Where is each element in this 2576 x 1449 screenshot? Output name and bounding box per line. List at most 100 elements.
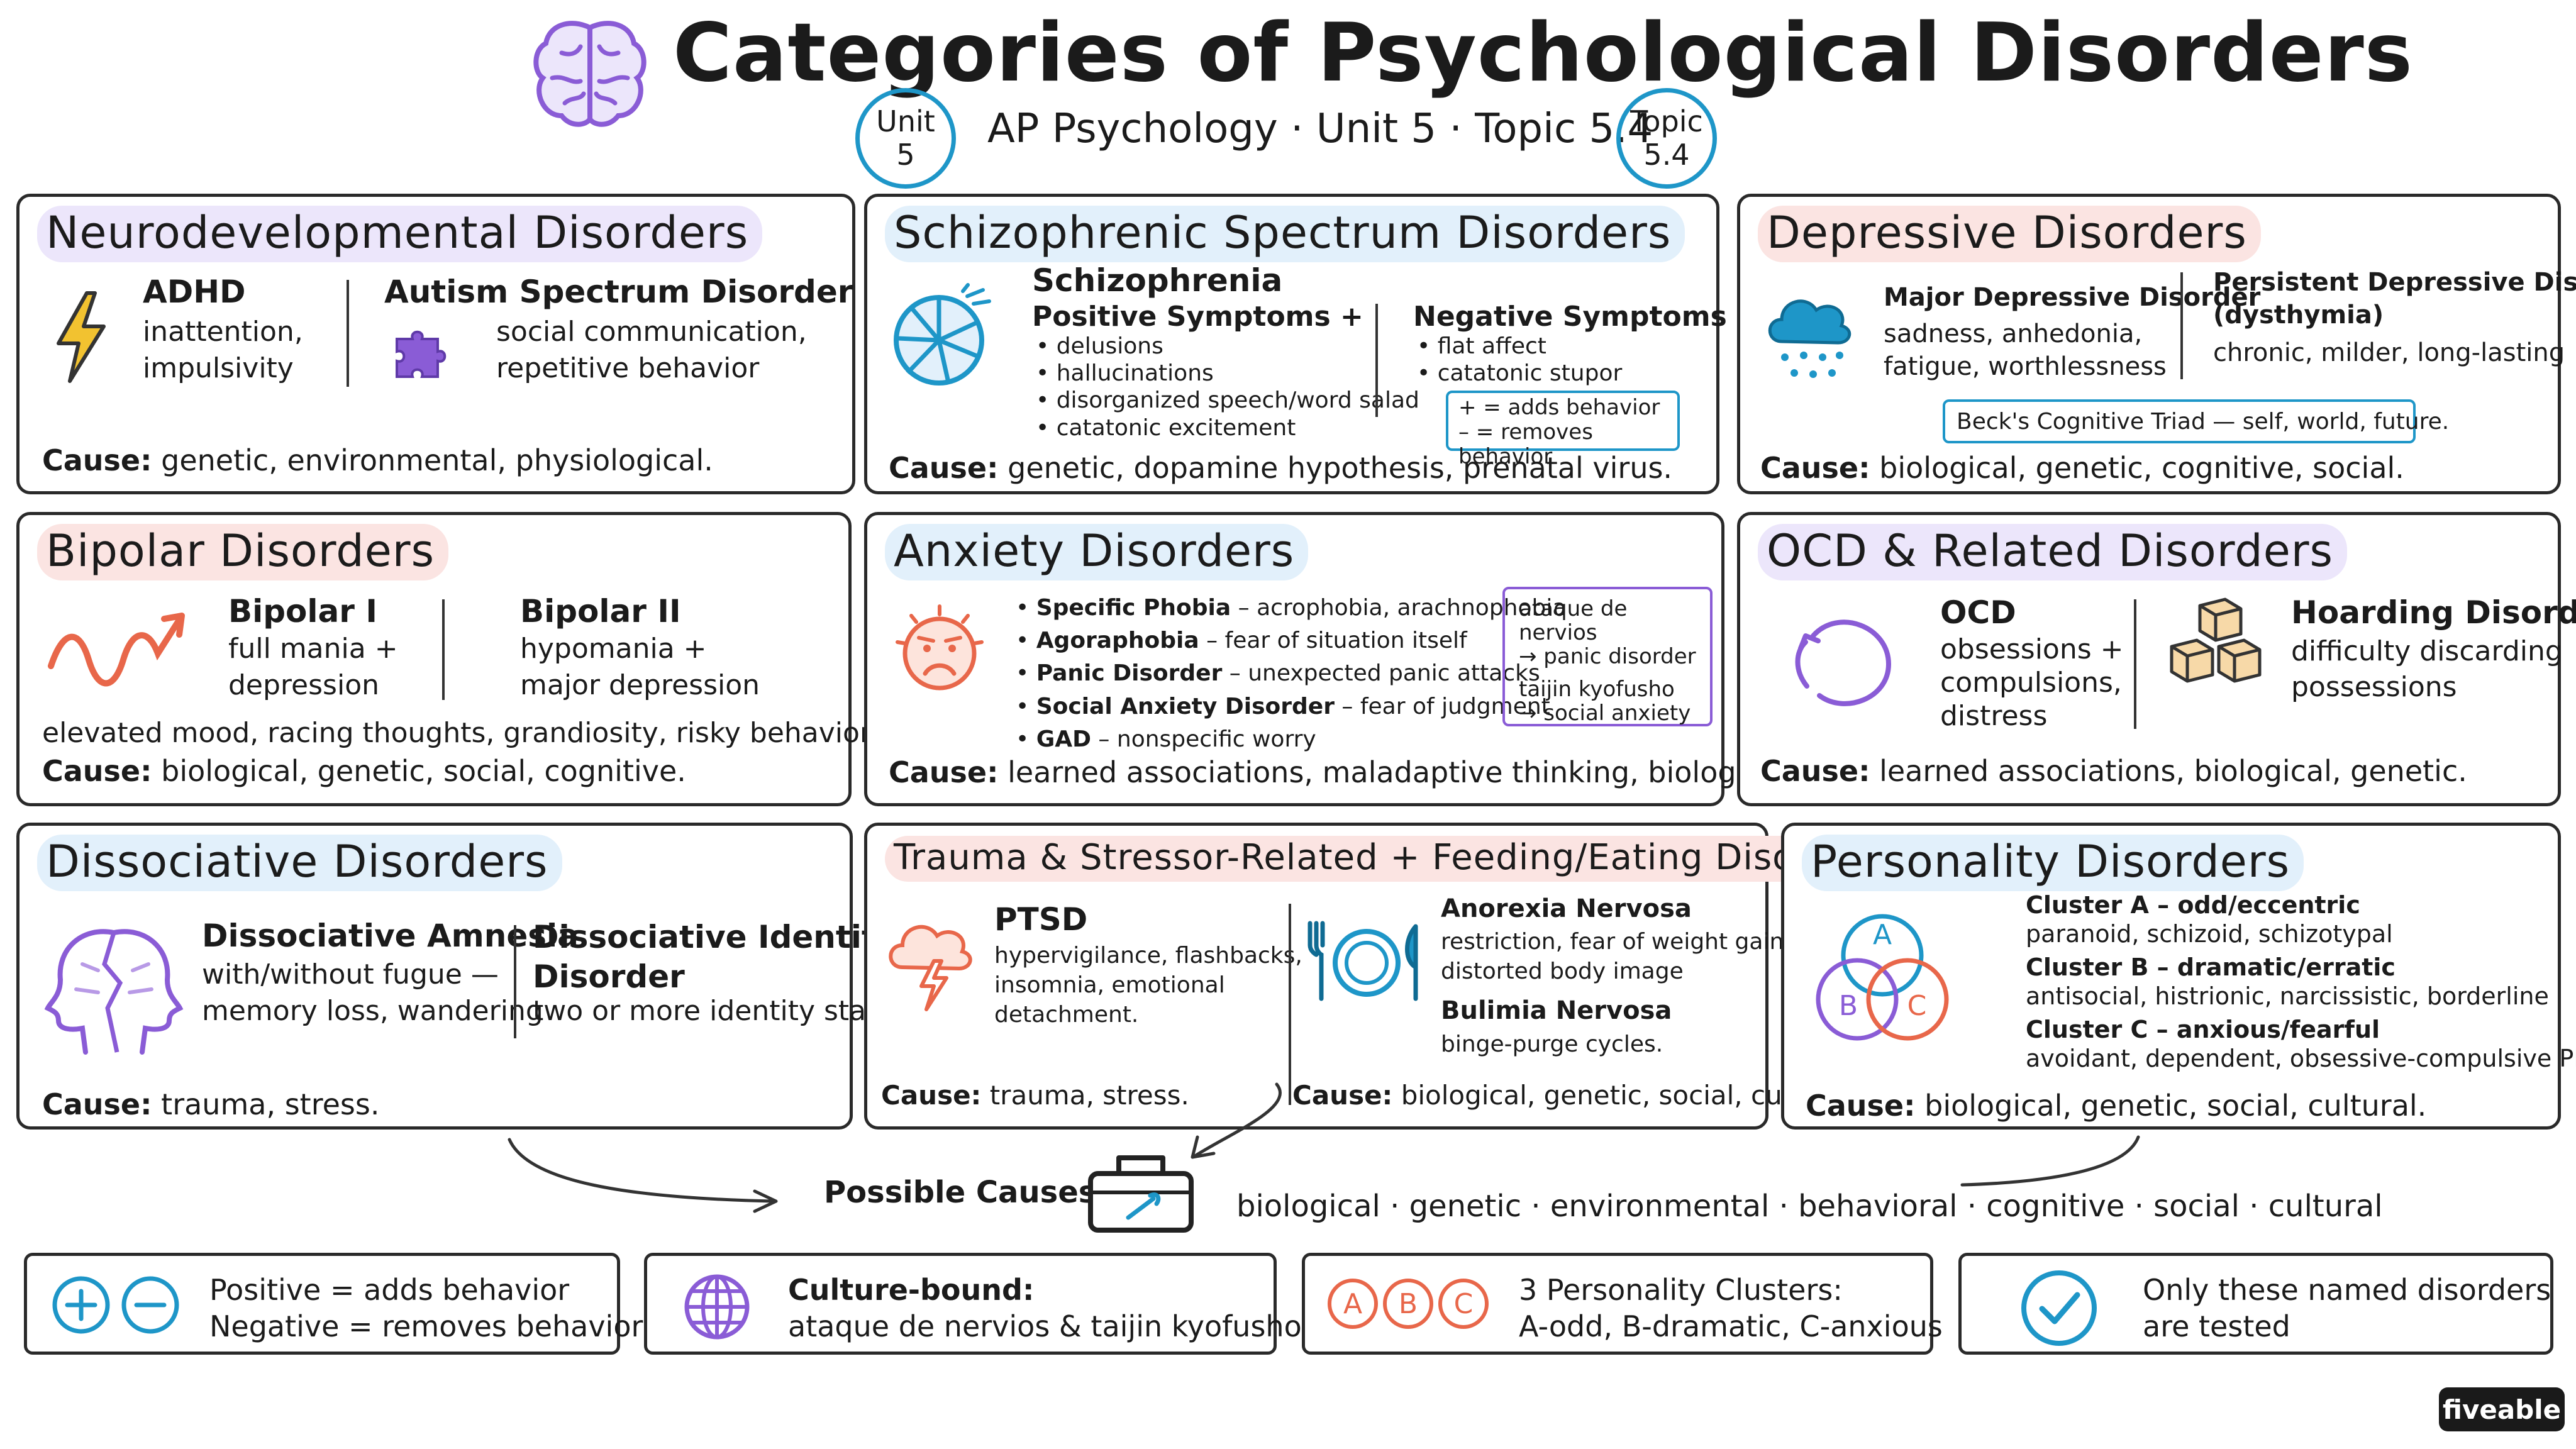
shattered-circle-icon: [894, 283, 991, 386]
cause-text: biological, genetic, social, cultural.: [1924, 1089, 2427, 1123]
legend-tested-only: Only these named disorders are tested: [1958, 1253, 2553, 1355]
cause-text: genetic, environmental, physiological.: [161, 443, 713, 477]
desc-line: detachment.: [994, 1001, 1139, 1028]
pdd-name-line: (dysthymia): [2213, 301, 2384, 330]
legend-line: are tested: [2143, 1309, 2290, 1343]
legend-text: Culture-bound: ataque de nervios & taiji…: [788, 1272, 1302, 1345]
unit-badge-value: 5: [896, 138, 915, 172]
topic-badge-label: Topic: [1630, 104, 1703, 139]
cluster-desc: avoidant, dependent, obsessive-compulsiv…: [2026, 1044, 2576, 1072]
page-title: Categories of Psychological Disorders: [673, 6, 2413, 100]
legend-line: Only these named disorders: [2143, 1273, 2551, 1307]
card-bipolar: Bipolar Disorders Bipolar I full mania +…: [16, 512, 877, 806]
did-name-line: Dissociative Identity: [533, 919, 897, 955]
cluster-name: Cluster B – dramatic/erratic: [2026, 953, 2396, 982]
globe-icon: [684, 1274, 750, 1340]
card-anxiety: Anxiety Disorders Specific Phobia – acro…: [864, 512, 1795, 806]
schizophrenia-heading: Schizophrenia: [1032, 262, 1283, 299]
list-item: Panic Disorder – unexpected panic attack…: [1016, 657, 1566, 690]
list-item: GAD – nonspecific worry: [1016, 723, 1566, 756]
cause-line: Cause: learned associations, maladaptive…: [889, 755, 1795, 789]
split-heads-icon: [44, 929, 184, 1055]
legend-line: Positive = adds behavior: [209, 1273, 570, 1307]
cause-line: Cause: biological, genetic, social, cult…: [1292, 1080, 1859, 1111]
storm-cloud-icon: [889, 924, 972, 1011]
bipolar-symptoms: elevated mood, racing thoughts, grandios…: [42, 717, 877, 749]
item-desc: – nonspecific worry: [1091, 726, 1316, 752]
did-name: Dissociative Identity Disorder: [533, 918, 897, 996]
pdd-name-line: Persistent Depressive Disorder: [2213, 268, 2576, 297]
legend-text: 3 Personality Clusters: A-odd, B-dramati…: [1519, 1272, 1943, 1345]
checkmark-circle-icon: [2021, 1270, 2097, 1346]
cause-label: Cause:: [1806, 1089, 1916, 1123]
legend-line: Culture-bound:: [788, 1273, 1035, 1307]
badge-b: B: [1383, 1279, 1433, 1329]
negative-list: flat affect catatonic stupor: [1417, 333, 1623, 387]
legend-text: Only these named disorders are tested: [2143, 1272, 2551, 1345]
mdd-desc: sadness, anhedonia, fatigue, worthlessne…: [1884, 318, 2167, 383]
bipolar-2-desc: hypomania + major depression: [520, 631, 760, 704]
asd-desc-line: repetitive behavior: [496, 352, 760, 385]
cluster-desc: antisocial, histrionic, narcissistic, bo…: [2026, 982, 2549, 1010]
cause-line: Cause: genetic, environmental, physiolog…: [42, 443, 713, 477]
note-line: taijin kyofusho: [1519, 677, 1675, 702]
list-item: hallucinations: [1036, 360, 1419, 387]
badge-a: A: [1328, 1279, 1378, 1329]
card-title: Trauma & Stressor-Related + Feeding/Eati…: [885, 836, 1902, 882]
venn-label-b: B: [1839, 990, 1858, 1022]
divider: [514, 925, 516, 1038]
cause-label: Cause:: [1760, 451, 1870, 485]
badge-c: C: [1438, 1279, 1489, 1329]
rain-cloud-icon: [1768, 299, 1851, 378]
cause-label: Cause:: [42, 1087, 152, 1121]
legend-personality-clusters: A B C 3 Personality Clusters: A-odd, B-d…: [1302, 1253, 1943, 1355]
hoarding-desc: difficulty discarding possessions: [2291, 633, 2563, 705]
desc-line: distress: [1940, 699, 2048, 732]
negative-heading: Negative Symptoms –: [1413, 301, 1751, 333]
desc-line: memory loss, wandering: [202, 995, 543, 1028]
card-trauma-feeding: Trauma & Stressor-Related + Feeding/Eati…: [864, 823, 1902, 1130]
unit-badge-label: Unit: [876, 104, 935, 139]
anxiety-list: Specific Phobia – acrophobia, arachnopho…: [1016, 592, 1567, 756]
adhd-desc-line: impulsivity: [143, 352, 294, 385]
note-line: + = adds behavior: [1458, 395, 1660, 420]
note-line: → panic disorder: [1519, 644, 1696, 670]
plate-utensils-icon: [1307, 921, 1418, 1001]
mood-wave-icon: [48, 613, 185, 687]
pdd-name: Persistent Depressive Disorder (dysthymi…: [2213, 266, 2576, 331]
divider: [2180, 272, 2183, 379]
beck-triad-note: Beck's Cognitive Triad — self, world, fu…: [1943, 399, 2449, 443]
cause-line: Cause: biological, genetic, social, cogn…: [42, 754, 686, 788]
ptsd-desc: hypervigilance, flashbacks, insomnia, em…: [994, 941, 1302, 1030]
item-desc: – unexpected panic attacks: [1222, 660, 1540, 687]
list-item: catatonic excitement: [1036, 414, 1419, 441]
list-item: Agoraphobia – fear of situation itself: [1016, 625, 1566, 657]
fiveable-logo: fiveable: [2439, 1387, 2565, 1431]
card-title: Dissociative Disorders: [37, 835, 562, 891]
adhd-desc-line: inattention,: [143, 316, 303, 348]
ptsd-name: PTSD: [994, 901, 1088, 938]
item-desc: – fear of judgment: [1334, 693, 1550, 719]
desc-line: compulsions,: [1940, 666, 2122, 699]
card-neurodevelopmental: Neurodevelopmental Disorders ADHD inatte…: [16, 194, 966, 494]
boxes-icon: [2170, 597, 2262, 683]
item-name: Specific Phobia: [1036, 595, 1231, 621]
list-item: Social Anxiety Disorder – fear of judgme…: [1016, 691, 1566, 723]
cause-line: Cause: trauma, stress.: [42, 1087, 379, 1121]
possible-causes-list: biological · genetic · environmental · b…: [1236, 1189, 2383, 1224]
ocd-name: OCD: [1940, 594, 2016, 631]
positive-heading: Positive Symptoms +: [1032, 301, 1363, 333]
card-title: Schizophrenic Spectrum Disorders: [885, 206, 1685, 262]
note-line: – = removes behavior: [1458, 419, 1593, 470]
card-ocd: OCD & Related Disorders OCD obsessions +…: [1737, 512, 2576, 806]
mdd-name: Major Depressive Disorder: [1884, 283, 2261, 312]
list-item: catatonic stupor: [1417, 360, 1623, 387]
cause-text: trauma, stress.: [989, 1080, 1189, 1111]
cause-label: Cause:: [1760, 754, 1870, 788]
cause-text: genetic, dopamine hypothesis, prenatal v…: [1008, 451, 1673, 485]
card-dissociative: Dissociative Disorders Dissociative Amne…: [16, 823, 908, 1130]
possible-causes-label: Possible Causes:: [824, 1175, 1109, 1210]
cause-text: biological, genetic, cognitive, social.: [1879, 451, 2404, 485]
legend-culture-bound: Culture-bound: ataque de nervios & taiji…: [644, 1253, 1302, 1355]
divider: [2134, 599, 2136, 729]
